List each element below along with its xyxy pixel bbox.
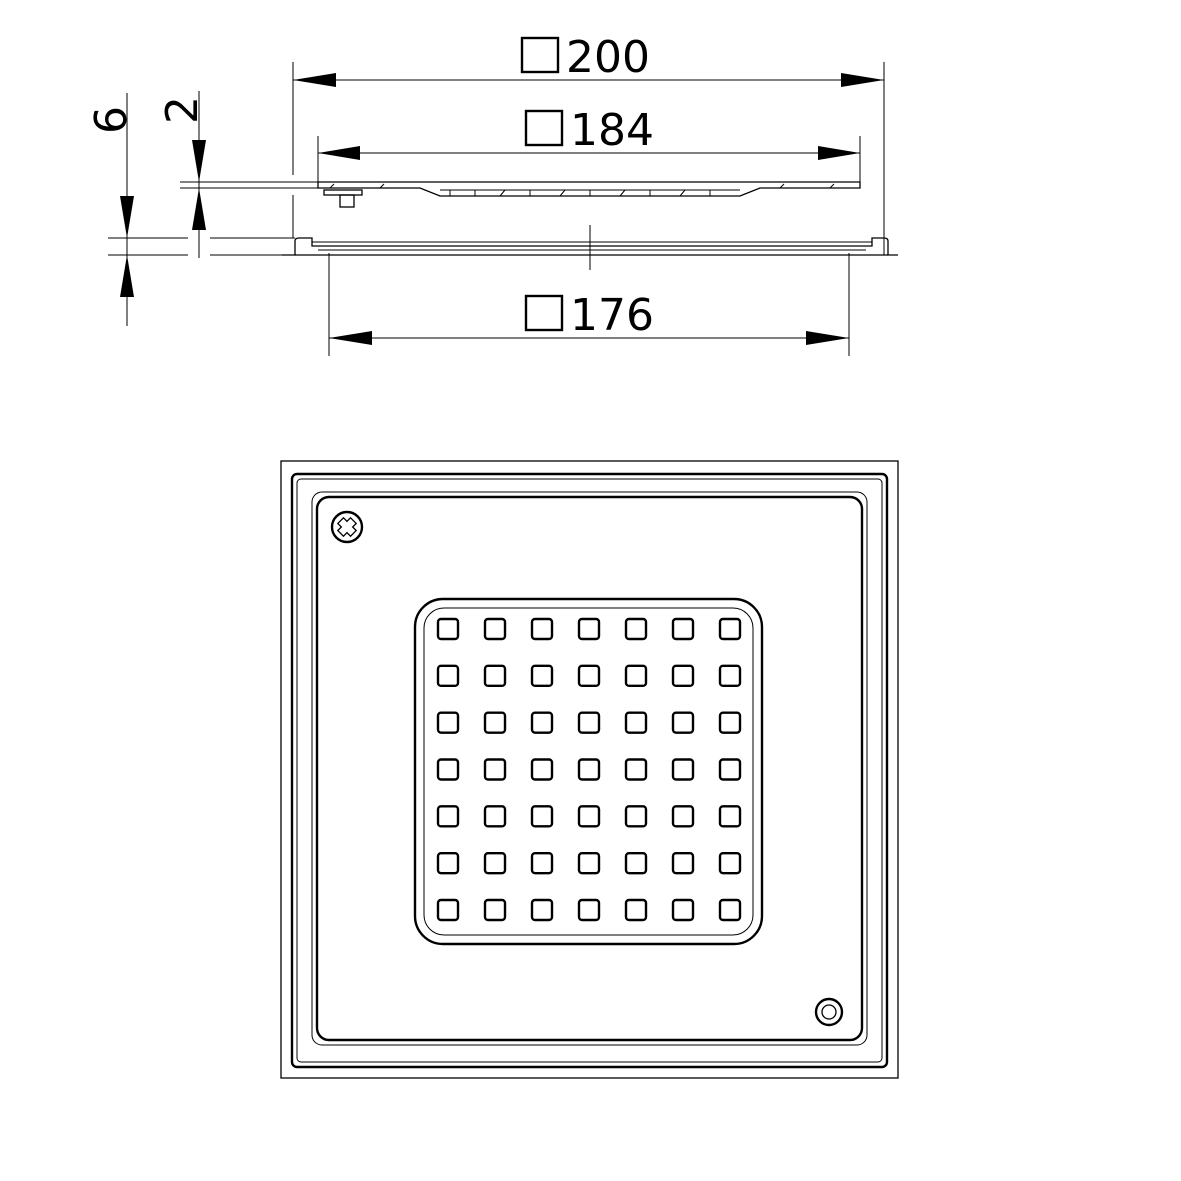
grate-hole [671,664,695,688]
grate-hole [671,805,695,828]
grate-outer [413,597,764,946]
arrow-icon [841,73,884,87]
grate-hole [671,898,695,922]
arrow-icon [329,331,372,345]
grate-hole [483,711,507,734]
grate-hole [436,851,460,875]
grate-hole [577,898,601,922]
top-view [280,460,899,1079]
arrow-icon [293,73,336,87]
arrow-icon [120,255,134,297]
grate-hole [530,711,554,734]
grate-hole [624,851,648,875]
arrow-icon [806,331,849,345]
grate-hole [718,898,742,922]
grate-hole [436,711,460,734]
grate-hole [624,805,648,828]
grate-holes [436,617,742,922]
grate-hole [530,851,554,875]
grate-hole [718,711,742,734]
grate-hole [483,617,507,641]
grate-hole [718,617,742,641]
grate-hole [530,805,554,828]
grate-hole [436,758,460,781]
grate-hole [718,805,742,828]
grate-hole [718,851,742,875]
frame-outer [280,460,899,1079]
grate-hole [436,664,460,688]
grate-hole [436,617,460,641]
grate-hole [577,851,601,875]
side-view: 200 184 [86,32,898,356]
arrow-icon [192,140,206,182]
square-symbol-icon [520,36,560,74]
arrow-icon [120,196,134,238]
dim-label-200: 200 [566,32,650,83]
grate-hole [577,758,601,781]
dim-label-184: 184 [570,105,654,156]
grate-hole [483,758,507,781]
grate-hole [671,851,695,875]
dim-label-176: 176 [570,290,654,341]
grate-hole [624,711,648,734]
grate-hole [530,758,554,781]
grate-hole [577,805,601,828]
grate-hole [577,711,601,734]
grate-hole [530,898,554,922]
grate-hole [483,898,507,922]
grate-hole [624,664,648,688]
arrow-icon [818,146,860,160]
grate-hole [624,898,648,922]
cover-plate [315,495,864,1042]
grate-hole [577,664,601,688]
arrow-icon [192,188,206,230]
grate-hole [530,664,554,688]
grate-hole [577,617,601,641]
grate-hole [624,617,648,641]
grate-hole [530,617,554,641]
arrow-icon [318,146,360,160]
grate-hole [718,758,742,781]
grate-hole [671,617,695,641]
grate-hole [718,664,742,688]
grate-hole [483,805,507,828]
grate-hole [436,805,460,828]
grate-hole [436,898,460,922]
grate-hole [483,851,507,875]
grate-hole [671,711,695,734]
frame-section [108,225,898,270]
square-symbol-icon [524,109,564,147]
lift-hole-icon [814,997,844,1027]
screw-icon [330,510,364,544]
cover-section [180,181,861,208]
dim-label-6: 6 [86,106,137,134]
grate-hole [671,758,695,781]
dim-label-2: 2 [157,96,208,124]
frame-inner [290,472,889,1069]
grate-hole [624,758,648,781]
grate-hole [483,664,507,688]
square-symbol-icon [524,294,564,332]
